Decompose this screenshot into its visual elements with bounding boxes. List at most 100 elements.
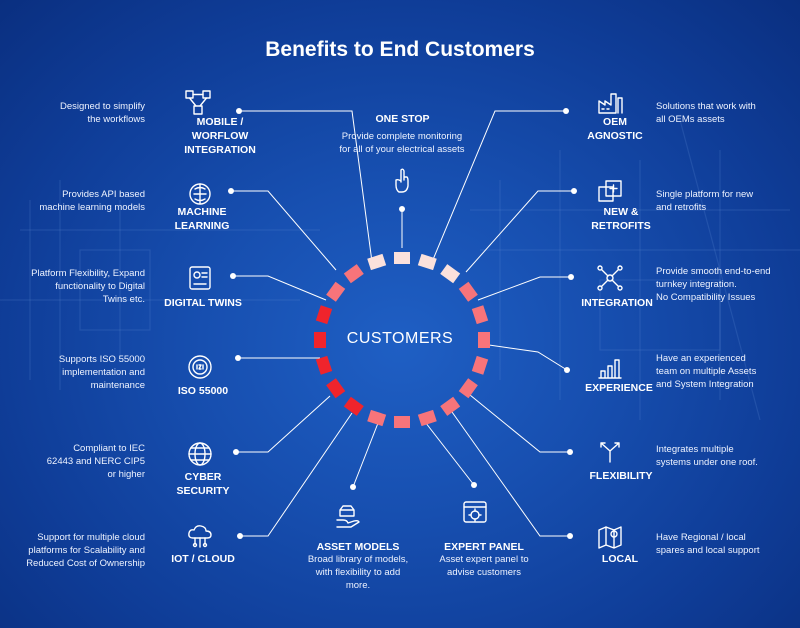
benefit-description: Provides API based machine learning model… [10, 188, 145, 214]
ring-segment [314, 332, 326, 348]
benefit-title-line: CYBER [184, 471, 222, 483]
benefit-description-line: functionality to Digital [55, 281, 145, 292]
center-label: CUSTOMERS [346, 330, 454, 347]
connector-line [421, 417, 475, 486]
benefit-description-line: team on multiple Assets [656, 366, 757, 377]
benefit-description-line: Provide complete monitoring [341, 131, 463, 142]
benefit-description-line: Single platform for new [656, 189, 754, 200]
connector-dot [230, 273, 236, 279]
benefit-description-line: turnkey integration. [656, 279, 737, 290]
connector-line [465, 190, 574, 273]
benefit-description-line: Supports ISO 55000 [58, 354, 145, 365]
benefit-title-line: FLEXIBILITY [589, 470, 653, 482]
benefit-description-line: implementation and [62, 367, 145, 378]
cloud-icon [186, 522, 214, 550]
ring-segment [315, 305, 333, 325]
connector-dot [237, 533, 243, 539]
benefit-title: DIGITAL TWINS [158, 296, 248, 310]
connector-dot [350, 484, 356, 490]
benefit-title-line: MOBILE / [196, 116, 244, 128]
benefit-title: FLEXIBILITY [576, 469, 666, 483]
benefit-description-line: Solutions that work with [656, 101, 756, 112]
benefit-description-line: machine learning models [39, 202, 145, 213]
benefit-title: IOT / CLOUD [158, 552, 248, 566]
network-icon [596, 264, 624, 292]
benefit-description-line: advise customers [447, 567, 521, 578]
benefit-description-line: Provide smooth end-to-end [656, 266, 771, 277]
branch-arrows-icon [596, 437, 624, 465]
connector-dot [471, 482, 477, 488]
benefit-title: NEW &RETROFITS [576, 205, 666, 233]
benefit-description-line: Provides API based [62, 189, 145, 200]
page-title: Benefits to End Customers [265, 38, 535, 61]
benefit-description-line: Compliant to IEC [73, 443, 145, 454]
connector-line [469, 394, 570, 453]
connector-dot [568, 274, 574, 280]
benefit-description: Supports ISO 55000 implementation and main… [10, 353, 145, 392]
connector-line [352, 417, 381, 488]
benefit-title: ISO 55000 [158, 384, 248, 398]
benefit-description-line: Integrates multiple [656, 444, 734, 455]
digital-twin-icon [186, 264, 214, 292]
ring-segment [440, 396, 461, 416]
ring-segment [417, 409, 437, 427]
benefit-description: Provide smooth end-to-end turnkey integra… [656, 265, 791, 304]
ring-segment [394, 252, 410, 264]
benefit-description-line: Support for multiple cloud [37, 532, 145, 543]
mobile-workflow-icon [184, 88, 212, 116]
map-pin-icon [596, 522, 624, 550]
benefit-title-line: ISO 55000 [177, 385, 229, 397]
ring-segment [440, 264, 461, 284]
benefit-description-line: Broad library of models, [307, 554, 409, 565]
benefit-title-line: LOCAL [601, 553, 639, 565]
benefit-description-line: with flexibility to add [315, 567, 401, 578]
ring-segment [458, 378, 478, 399]
benefit-description-line: all OEMs assets [656, 114, 725, 125]
benefit-title-line: DIGITAL TWINS [164, 297, 242, 309]
connector-dot [399, 206, 405, 212]
benefit-description-line: or higher [107, 469, 146, 480]
benefit-title: EXPERT PANEL [424, 540, 544, 554]
ring-segment [417, 253, 437, 271]
ring-segment [458, 281, 478, 302]
connector-dot [567, 533, 573, 539]
benefit-title-line: IOT / CLOUD [171, 553, 235, 565]
web-settings-icon [461, 499, 489, 527]
benefit-title-line: INTEGRATION [581, 297, 653, 309]
benefit-title: INTEGRATION [572, 296, 662, 310]
benefit-title: LOCAL [590, 552, 650, 566]
benefit-title: ONE STOP [330, 112, 475, 126]
ring-segment [326, 281, 346, 302]
benefit-description: Broad library of models, with flexibility… [288, 553, 428, 592]
connector-line [239, 110, 373, 263]
benefit-title-line: EXPERIENCE [585, 382, 653, 394]
ring-segment [394, 416, 410, 428]
iso-badge-icon [186, 353, 214, 381]
connector-line [240, 412, 353, 537]
connector-line [451, 411, 570, 537]
hand-pointer-icon [389, 167, 417, 195]
connector-dot [563, 108, 569, 114]
benefit-description-line: the workflows [87, 114, 145, 125]
ring-segment [471, 305, 489, 325]
ring-segment [367, 253, 387, 271]
connector-dot [228, 188, 234, 194]
benefit-description-line: spares and local support [656, 545, 760, 556]
benefit-description-line: platforms for Scalability and [28, 545, 145, 556]
add-window-icon [596, 178, 624, 206]
connector-dot [236, 108, 242, 114]
connector-line [233, 275, 327, 301]
benefit-description-line: maintenance [90, 380, 145, 391]
benefit-title: EXPERIENCE [574, 381, 664, 395]
ring-segment [478, 332, 490, 348]
connector-dot [235, 355, 241, 361]
ring-segment [471, 355, 489, 375]
benefit-title-line: ASSET MODELS [316, 541, 400, 553]
